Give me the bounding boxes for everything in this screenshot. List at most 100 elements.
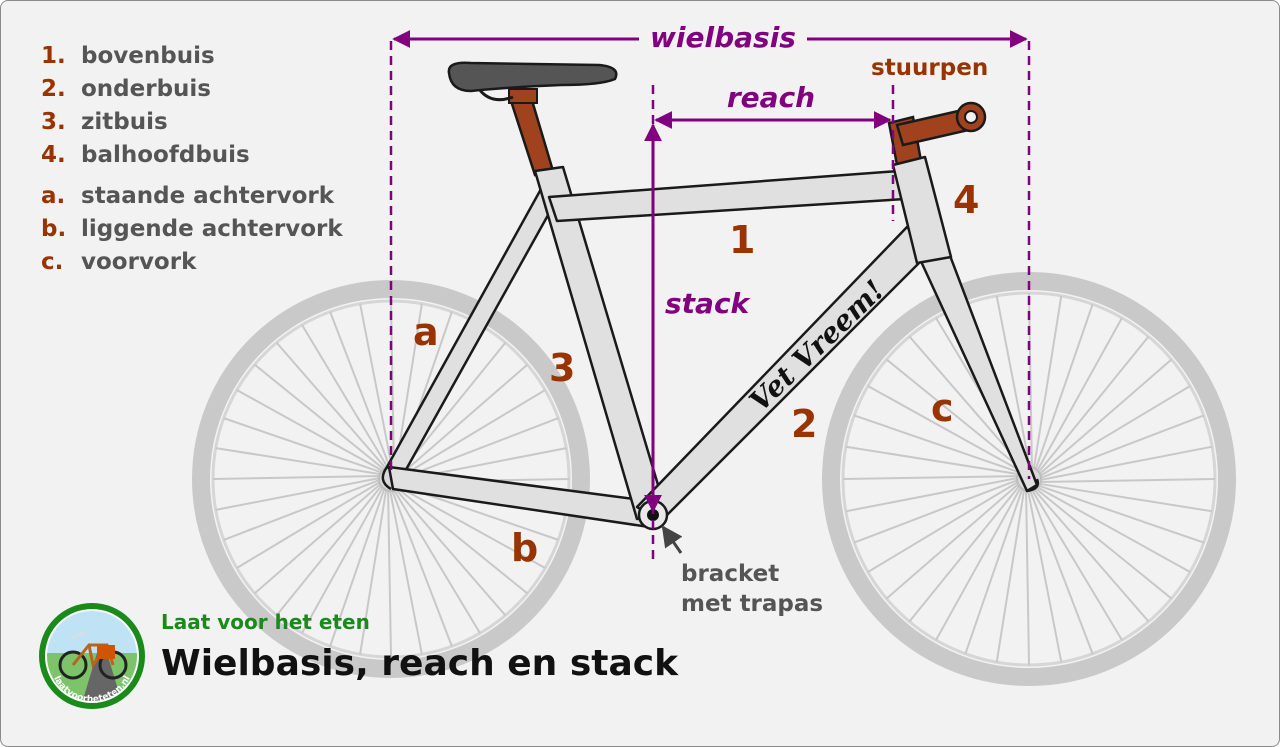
- stuurpen-label: stuurpen: [871, 55, 988, 81]
- part-letter-b: b: [511, 526, 538, 570]
- wheel-spoke: [1028, 292, 1033, 470]
- wheel-spoke: [1038, 478, 1216, 483]
- bracket-pointer: [661, 525, 683, 554]
- svg-text:voorvork: voorvork: [81, 249, 197, 275]
- wheel-spoke: [1025, 488, 1030, 666]
- wheel-spoke: [1032, 487, 1150, 623]
- wheel-spoke: [845, 476, 1020, 513]
- svg-text:reach: reach: [727, 81, 815, 114]
- dimension-reach: reach: [651, 81, 895, 561]
- seatpost: [477, 88, 555, 177]
- wheel-spoke: [1035, 485, 1191, 573]
- wheel-spoke: [359, 303, 394, 470]
- wheel-spoke: [254, 363, 387, 472]
- svg-text:onderbuis: onderbuis: [81, 76, 211, 102]
- wheel-spoke: [853, 414, 1022, 474]
- wheel-spoke: [1033, 486, 1173, 600]
- frame: [381, 155, 1040, 531]
- bracket-label-line2: met trapas: [681, 591, 823, 617]
- wheel-spoke: [1038, 445, 1213, 482]
- bicycle-icon: [58, 632, 128, 680]
- wheel-spoke: [1038, 414, 1205, 480]
- site-logo: laatvoorheteten.nl: [39, 603, 145, 709]
- wheel-spoke: [1034, 303, 1094, 472]
- wheel-spoke: [215, 447, 383, 476]
- wheel-spoke: [329, 486, 386, 647]
- frame-decal: Vet Vreem!: [743, 274, 891, 418]
- svg-text:2.: 2.: [41, 76, 66, 102]
- wheel-spoke: [1036, 335, 1150, 475]
- svg-text:wielbasis: wielbasis: [650, 21, 796, 54]
- wheel-spoke: [1037, 482, 1213, 513]
- svg-text:bovenbuis: bovenbuis: [81, 43, 215, 69]
- legend: 1. bovenbuis 2. onderbuis 3. zitbuis 4. …: [41, 43, 343, 275]
- wheel-spoke: [301, 324, 390, 470]
- wheel-spoke: [236, 480, 382, 569]
- wheel-spoke: [400, 417, 559, 480]
- chain-stay: [387, 465, 651, 529]
- svg-text:balhoofdbuis: balhoofdbuis: [81, 142, 250, 168]
- wheel-spoke: [1038, 385, 1191, 478]
- page-title: Wielbasis, reach en stack: [161, 643, 679, 684]
- wheel-spoke: [388, 488, 423, 655]
- dimension-stack: stack: [644, 123, 752, 513]
- wheel-spoke: [853, 478, 1020, 544]
- stem: [887, 101, 987, 167]
- wheel-spoke: [1035, 317, 1123, 473]
- saddle: [447, 61, 618, 93]
- wheel-spoke: [390, 488, 453, 647]
- svg-text:c.: c.: [41, 249, 63, 275]
- wheel-spoke: [908, 483, 1022, 623]
- wheel-spoke: [236, 389, 385, 473]
- wheel-spoke: [1026, 488, 1063, 663]
- wheel-spoke: [867, 385, 1023, 473]
- wheel-spoke: [215, 476, 382, 511]
- wheel-spoke: [253, 482, 383, 595]
- svg-text:stack: stack: [665, 287, 752, 320]
- wheel-spoke: [275, 483, 384, 616]
- svg-text:b.: b.: [41, 216, 66, 242]
- wheel-spoke: [995, 295, 1032, 470]
- wheel-spoke: [1036, 484, 1205, 544]
- wheel-spoke: [395, 486, 528, 595]
- wheel-spoke: [400, 389, 546, 478]
- top-tube: [547, 169, 907, 223]
- wheel-spoke: [1037, 358, 1173, 476]
- svg-text:3.: 3.: [41, 109, 66, 135]
- wheel-spoke: [845, 445, 1021, 476]
- svg-text:zitbuis: zitbuis: [81, 109, 168, 135]
- wheel-spoke: [394, 487, 507, 617]
- wheel-spoke: [223, 478, 382, 541]
- wheel-spoke: [397, 485, 546, 569]
- part-number-4: 4: [953, 178, 979, 222]
- svg-text:liggende achtervork: liggende achtervork: [81, 216, 343, 242]
- wheel-spoke: [387, 488, 392, 658]
- part-letter-a: a: [413, 310, 439, 354]
- wheel-spoke: [1032, 295, 1063, 471]
- wheel-spoke: [329, 311, 392, 470]
- wheel-spoke: [885, 482, 1021, 600]
- wheel-spoke: [995, 487, 1026, 663]
- wheel-spoke: [359, 487, 388, 655]
- part-letter-c: c: [931, 386, 954, 430]
- part-number-1: 1: [729, 218, 755, 262]
- wheel-spoke: [1028, 488, 1094, 655]
- wheel-spoke: [885, 358, 1025, 472]
- part-number-3: 3: [549, 346, 575, 390]
- wheel-spoke: [275, 341, 388, 471]
- seat-tube: [533, 165, 669, 521]
- svg-text:a.: a.: [41, 183, 65, 209]
- part-number-2: 2: [791, 402, 817, 446]
- wheel-spoke: [212, 475, 382, 480]
- svg-text:1.: 1.: [41, 43, 66, 69]
- wheel-spoke: [842, 475, 1020, 480]
- wheel-spoke: [1030, 488, 1123, 641]
- bracket-label-line1: bracket: [681, 561, 779, 587]
- svg-text:4.: 4.: [41, 142, 66, 168]
- wheel-spoke: [392, 488, 481, 634]
- svg-text:staande achtervork: staande achtervork: [81, 183, 335, 209]
- site-name: Laat voor het eten: [161, 610, 370, 634]
- dimension-wielbasis: wielbasis: [389, 21, 1031, 479]
